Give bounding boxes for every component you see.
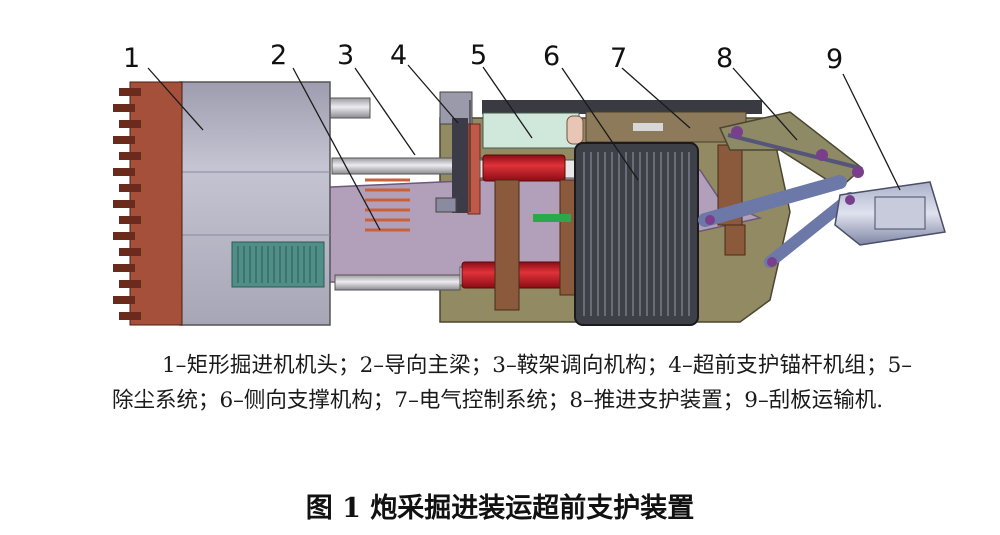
- label-2: 2: [270, 40, 287, 71]
- pivot-joints: [705, 126, 864, 267]
- machine-head: [179, 81, 331, 326]
- anchor-bolts: [365, 178, 410, 232]
- cutter-tooth: [113, 264, 135, 272]
- cutter-discs: [113, 81, 183, 326]
- cutter-tooth: [119, 280, 141, 288]
- cutter-tooth: [119, 216, 141, 224]
- green-indicator: [533, 214, 571, 222]
- cutter-tooth: [119, 88, 141, 96]
- lateral-support-radiator: [574, 142, 699, 326]
- push-support-device: [698, 111, 864, 268]
- anchor-drilling-rig: [435, 91, 481, 215]
- figure-legend: 1–矩形掘进机机头；2–导向主梁；3–鞍架调向机构；4–超前支护锚杆机组；5–除…: [112, 353, 912, 413]
- machine-diagram: 1 2 3 4 5 6 7 8 9: [113, 40, 946, 326]
- cutter-tooth: [119, 120, 141, 128]
- label-4: 4: [390, 40, 407, 71]
- label-8: 8: [716, 43, 733, 74]
- figure-caption: 图 1 炮采掘进装运超前支护装置: [305, 493, 695, 524]
- cutter-tooth: [113, 200, 135, 208]
- leader-lines: [147, 64, 901, 231]
- label-3: 3: [337, 40, 354, 71]
- cutter-tooth: [113, 296, 135, 304]
- scraper-conveyor: [834, 181, 946, 246]
- cutter-tooth: [113, 136, 135, 144]
- label-1: 1: [123, 43, 140, 74]
- label-9: 9: [826, 44, 843, 75]
- dust-removal-system: [482, 112, 584, 149]
- cutter-tooth: [113, 168, 135, 176]
- cutter-tooth: [119, 312, 141, 320]
- cutter-tooth: [119, 152, 141, 160]
- cutter-tooth: [119, 248, 141, 256]
- label-5: 5: [470, 40, 487, 71]
- guide-rods: [329, 97, 483, 291]
- label-7: 7: [610, 43, 627, 74]
- cutter-tooth: [119, 184, 141, 192]
- cutter-tooth: [113, 232, 135, 240]
- cutter-tooth: [113, 104, 135, 112]
- label-6: 6: [543, 41, 560, 72]
